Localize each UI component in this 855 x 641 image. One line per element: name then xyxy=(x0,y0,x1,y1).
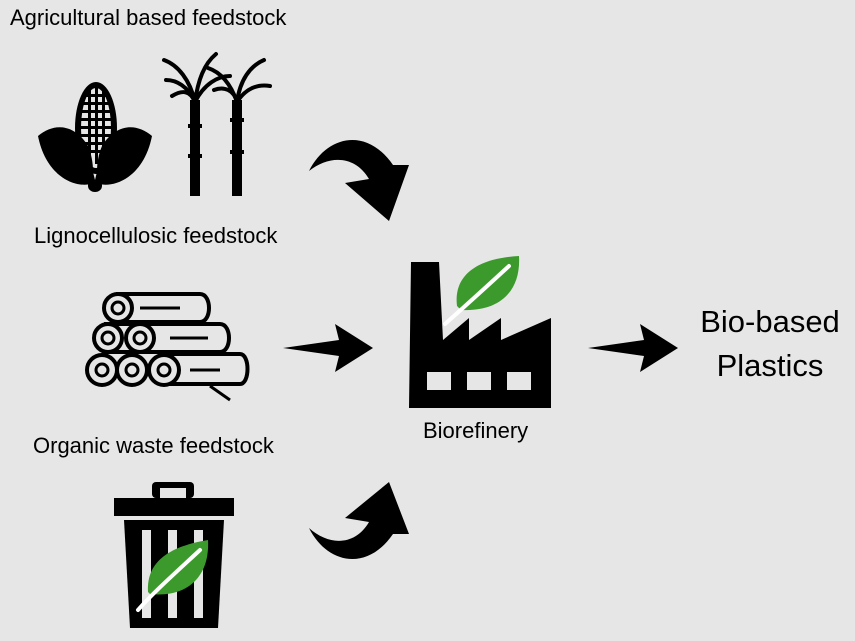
sugarcane-icon xyxy=(162,52,272,196)
product-label: Bio-based Plastics xyxy=(690,306,850,381)
product-label-line2: Plastics xyxy=(716,348,824,383)
biorefinery-label: Biorefinery xyxy=(423,418,529,443)
agricultural-feedstock-label: Agricultural based feedstock xyxy=(10,5,287,30)
trash-bin-leaf-icon xyxy=(114,482,234,628)
arrow-right-icon xyxy=(588,324,678,372)
curved-arrow-down-icon xyxy=(309,140,409,221)
corn-icon xyxy=(38,82,152,192)
factory-leaf-icon xyxy=(409,256,551,408)
wood-logs-icon xyxy=(85,292,250,402)
organic-waste-feedstock-label: Organic waste feedstock xyxy=(33,433,274,458)
product-label-line1: Bio-based xyxy=(700,304,840,339)
lignocellulosic-feedstock-label: Lignocellulosic feedstock xyxy=(34,223,278,248)
curved-arrow-up-icon xyxy=(309,482,409,559)
arrow-right-icon xyxy=(283,324,373,372)
